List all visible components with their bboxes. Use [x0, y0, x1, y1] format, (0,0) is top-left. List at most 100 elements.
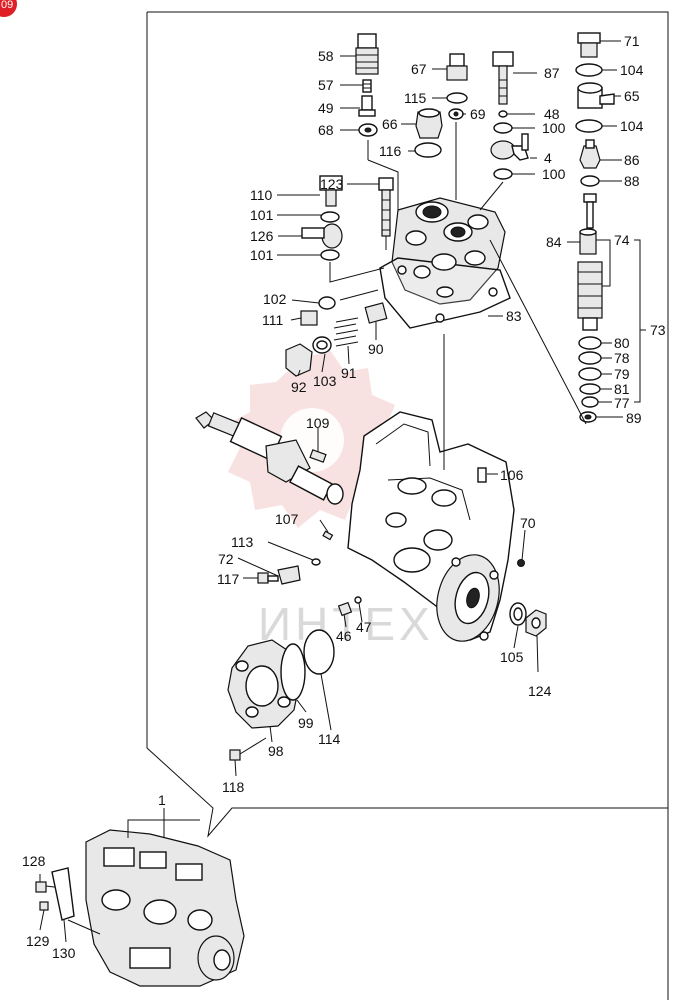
part-70-screw [517, 559, 525, 567]
part-124-nut [525, 609, 547, 637]
label-128: 128 [22, 853, 46, 869]
label-58: 58 [318, 48, 334, 64]
page-badge: 09 [0, 0, 17, 17]
part-101-washer-bottom [320, 249, 340, 261]
drive-shaft [195, 411, 344, 505]
label-70: 70 [520, 515, 536, 531]
label-65: 65 [624, 88, 640, 104]
part-91-spring [333, 317, 359, 347]
label-110: 110 [250, 187, 273, 203]
part-77-o-ring [581, 396, 599, 408]
part-67-plug [446, 53, 468, 81]
label-86: 86 [624, 152, 640, 168]
label-57: 57 [318, 77, 334, 93]
label-130: 130 [52, 945, 76, 961]
label-102: 102 [263, 291, 287, 307]
part-104-o-ring-bottom [575, 119, 603, 133]
label-101-top: 101 [250, 207, 274, 223]
part-126-banjo [301, 223, 343, 249]
label-48: 48 [544, 106, 560, 122]
part-129-nut [39, 901, 49, 911]
label-91: 91 [341, 365, 357, 381]
label-89: 89 [626, 410, 642, 426]
part-110-banjo-bolt [319, 175, 343, 207]
part-68-gasket [358, 123, 378, 137]
part-78-o-ring [578, 351, 602, 365]
part-69-gasket [448, 108, 464, 120]
part-100-washer-bottom [493, 168, 513, 180]
part-105-washer [509, 602, 527, 626]
label-46: 46 [336, 628, 352, 644]
part-104-o-ring-top [575, 63, 603, 77]
label-99: 99 [298, 715, 314, 731]
label-116: 116 [379, 143, 402, 159]
part-111-plug [300, 310, 318, 326]
label-129: 129 [26, 933, 50, 949]
part-130-bracket [51, 867, 75, 921]
label-83: 83 [506, 308, 522, 324]
part-101-washer-top [320, 211, 340, 223]
pump-housing [347, 411, 515, 642]
part-71-plug [577, 32, 601, 58]
label-100-top: 100 [542, 120, 566, 136]
part-46-47-screw-washer [337, 596, 362, 617]
label-101-bottom: 101 [250, 247, 274, 263]
callout-frame [146, 11, 669, 1000]
label-73: 73 [650, 322, 666, 338]
part-100-washer-top [493, 122, 513, 134]
part-116-o-ring [414, 142, 442, 158]
part-123-bolt [378, 177, 394, 237]
part-81-o-ring [579, 383, 601, 395]
part-92-cap-nut [285, 343, 313, 377]
label-111: 111 [262, 312, 283, 328]
label-109: 109 [306, 415, 330, 431]
label-117: 117 [217, 571, 240, 587]
label-80: 80 [614, 335, 630, 351]
part-115-o-ring [446, 92, 468, 104]
label-4: 4 [544, 150, 552, 166]
label-123: 123 [320, 176, 344, 192]
label-90: 90 [368, 341, 384, 357]
label-106: 106 [500, 467, 524, 483]
complete-pump-thumbnail [85, 829, 245, 987]
label-126: 126 [250, 228, 274, 244]
part-49-delivery-valve [358, 95, 376, 117]
label-114: 114 [318, 731, 341, 747]
label-100-bottom: 100 [542, 166, 566, 182]
label-81: 81 [614, 381, 630, 397]
label-72: 72 [218, 551, 234, 567]
label-66: 66 [382, 116, 398, 132]
part-83-head-gasket-and-body [379, 197, 511, 329]
label-105: 105 [500, 649, 524, 665]
part-106-pin [477, 467, 487, 483]
label-69: 69 [470, 106, 486, 122]
label-103: 103 [313, 373, 337, 389]
label-47: 47 [356, 619, 372, 635]
part-57-spring [362, 79, 372, 93]
part-79-o-ring [578, 367, 602, 381]
label-124: 124 [528, 683, 552, 699]
part-65-sleeve [577, 82, 615, 109]
part-88-washer [580, 175, 600, 187]
part-103-washer [312, 336, 332, 354]
part-84-spring-seat [579, 228, 597, 255]
part-58-delivery-valve-holder [355, 33, 379, 75]
label-92: 92 [291, 379, 307, 395]
label-77: 77 [614, 395, 630, 411]
label-49: 49 [318, 100, 334, 116]
part-90-piston [364, 302, 388, 324]
part-118-bolt [229, 737, 267, 761]
label-68: 68 [318, 122, 334, 138]
label-88: 88 [624, 173, 640, 189]
label-104-bottom: 104 [620, 118, 644, 134]
part-113-72-plug-assembly [277, 558, 321, 585]
label-113: 113 [231, 534, 254, 550]
label-1: 1 [158, 792, 166, 808]
leader-lines [39, 40, 646, 943]
part-4-banjo-fitting [490, 133, 529, 161]
label-74: 74 [614, 232, 630, 248]
label-71: 71 [624, 33, 640, 49]
label-107: 107 [275, 511, 299, 527]
part-74-plunger-assembly [577, 193, 603, 331]
